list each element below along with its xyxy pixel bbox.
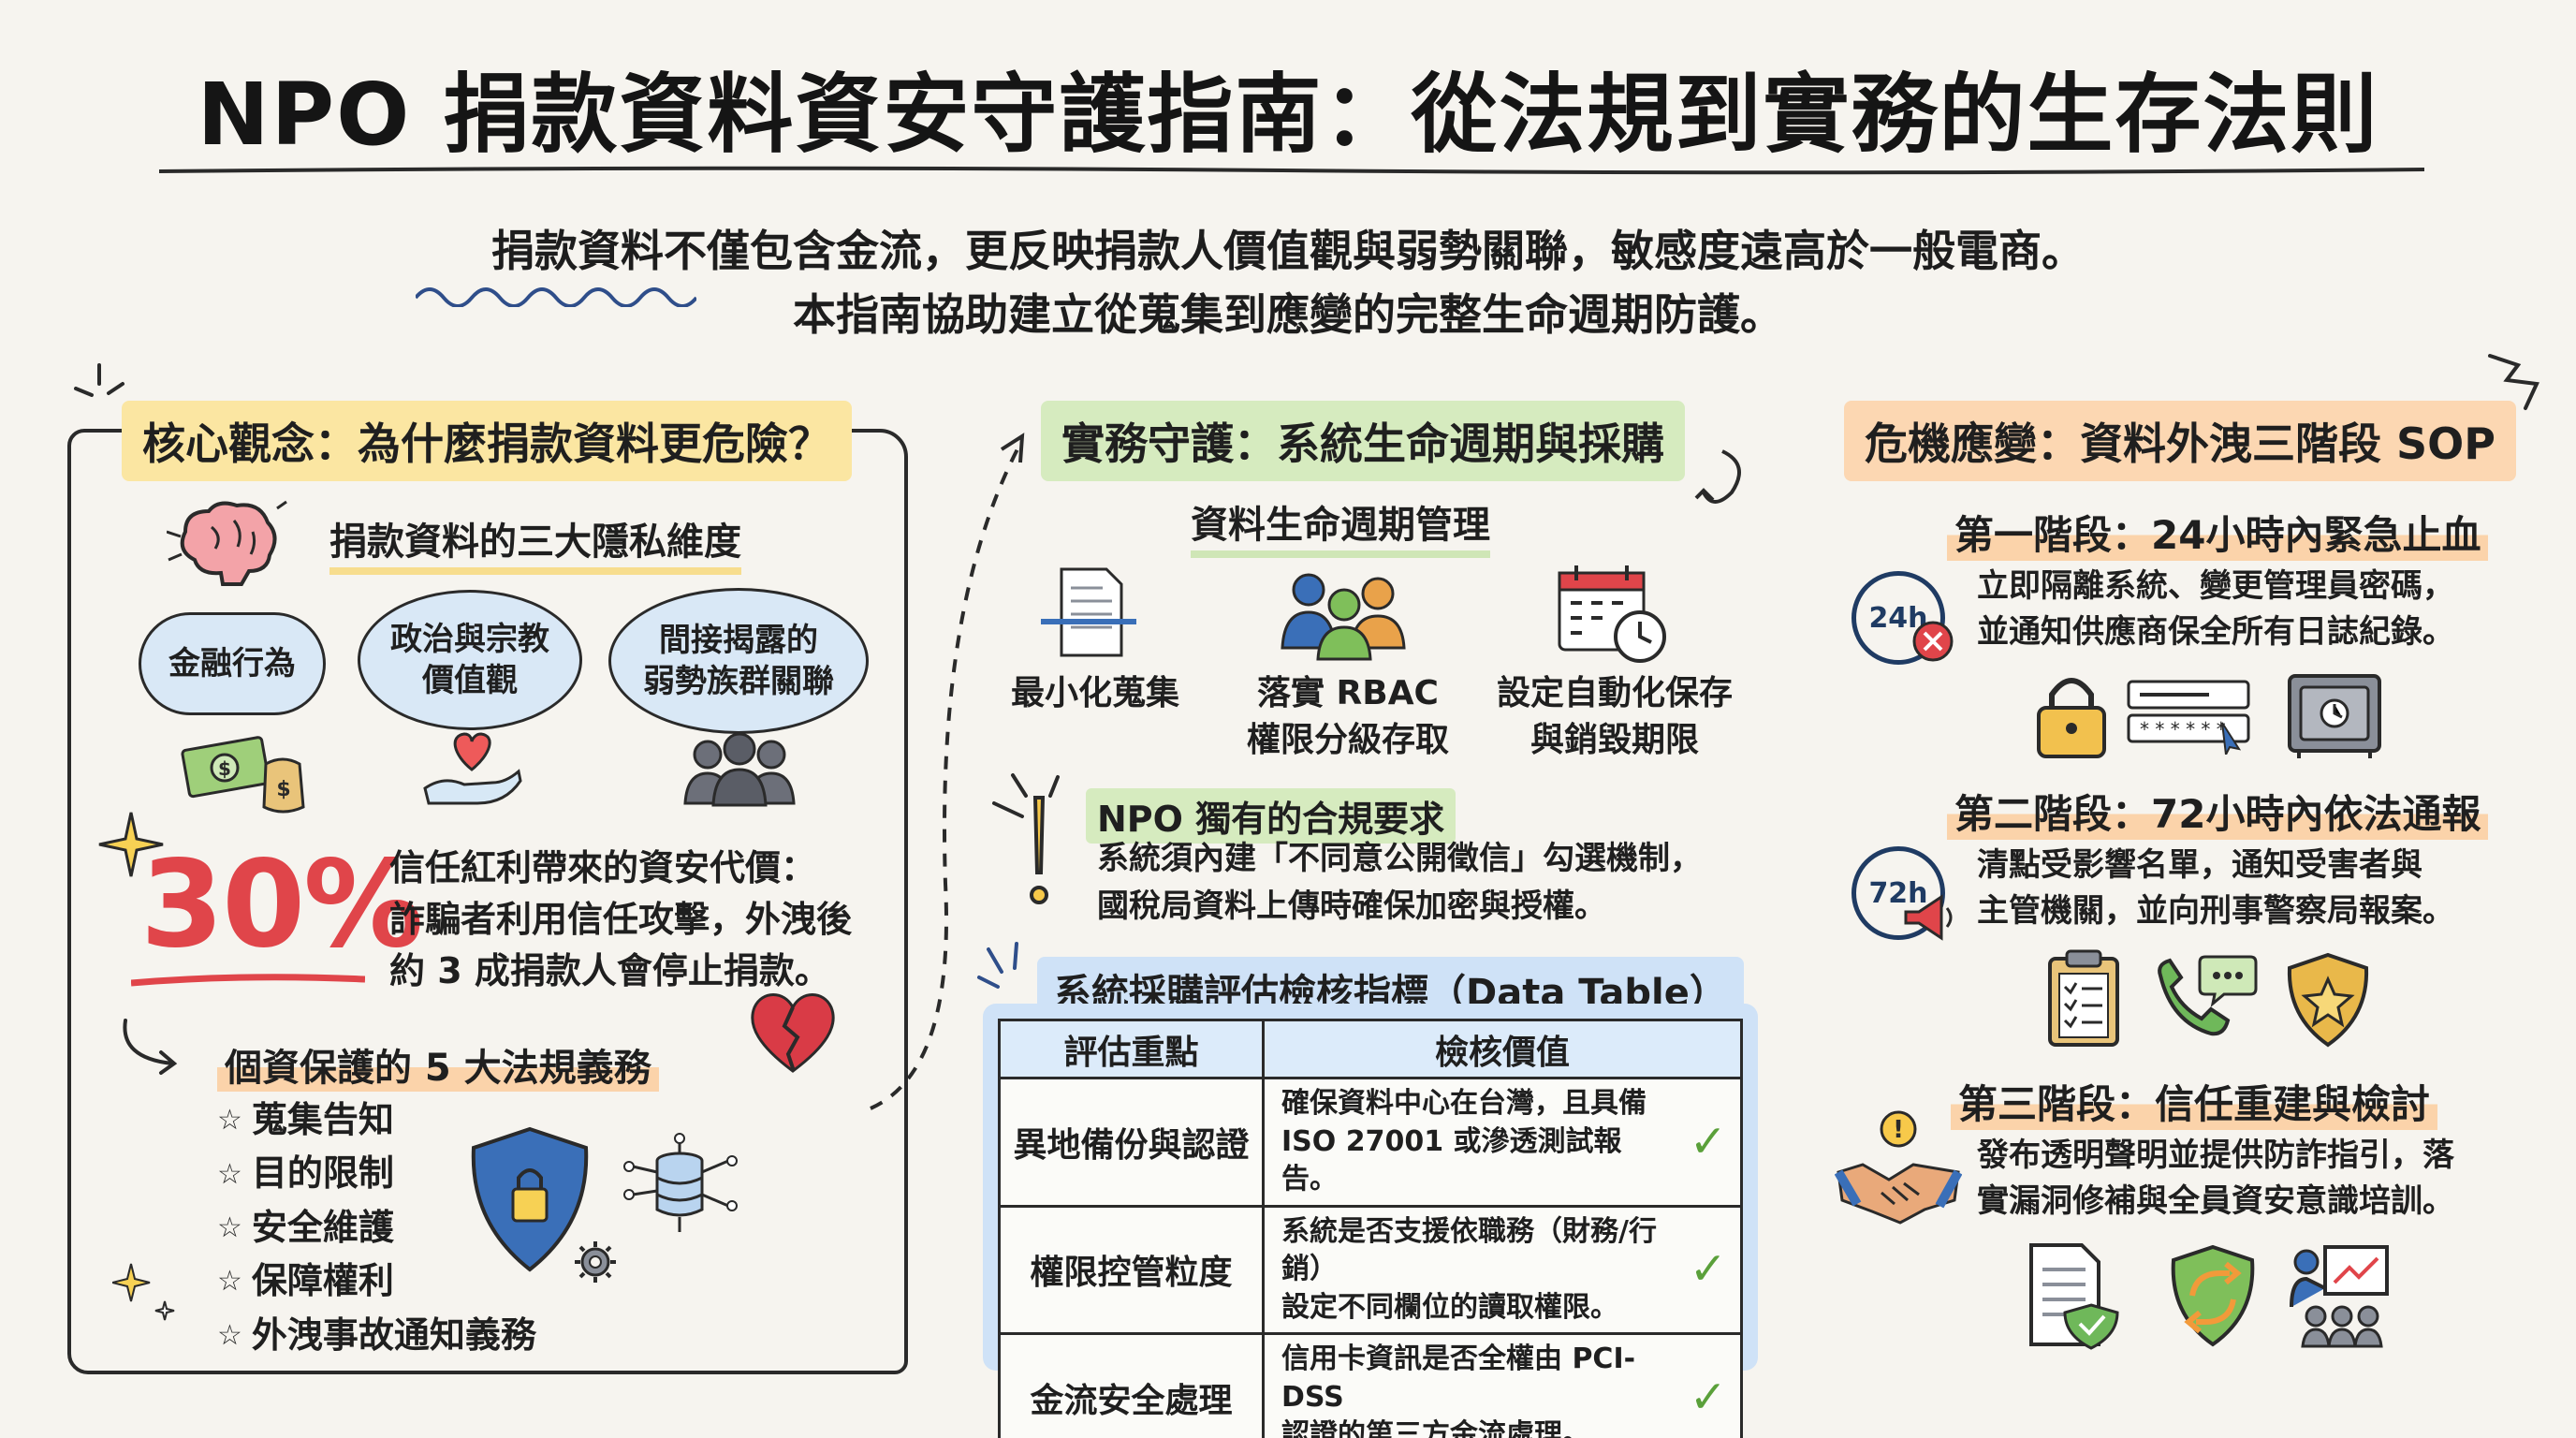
statement-doc-icon [2029, 1243, 2119, 1350]
document-scan-icon [1041, 567, 1136, 657]
shield-database-icon [471, 1126, 738, 1283]
table-cell-point: 權限控管粒度 [998, 1204, 1265, 1335]
core-concept-title: 核心觀念：為什麼捐款資料更危險？ [122, 401, 852, 481]
svg-text:$: $ [276, 778, 290, 801]
megaphone-icon [1904, 894, 1953, 941]
law-item: ☆外洩事故通知義務 [217, 1313, 536, 1356]
lifecycle-label-3: 設定自動化保存 與銷毀期限 [1496, 674, 1733, 760]
page-title: NPO 捐款資料資安守護指南：從法規到實務的生存法則 [197, 65, 2379, 165]
stat-30-percent: 30% [140, 835, 423, 975]
table-row: 金流安全處理 信用卡資訊是否全權由 PCI-DSS 認證的第三方金流處理。 ✓ [998, 1332, 1743, 1438]
sparkle-lines-icon [977, 942, 1018, 989]
stage-2-title: 第二階段：72小時內依法通報 [1947, 783, 2489, 840]
law-item: ☆保障權利 [217, 1260, 394, 1302]
svg-text:$: $ [218, 757, 231, 780]
brain-icon [167, 500, 287, 586]
training-icon [2290, 1245, 2389, 1348]
police-badge-icon [2287, 952, 2369, 1048]
password-field-icon: * * * * * * [2127, 680, 2250, 755]
lifecycle-label-2: 落實 RBAC 權限分級存取 [1246, 674, 1449, 760]
table-cell-value: 系統是否支援依職務（財務/行銷） 設定不同欄位的讀取權限。 ✓ [1262, 1204, 1743, 1335]
phone-chat-icon [2158, 955, 2258, 1036]
checkmark-icon: ✓ [1689, 1371, 1727, 1424]
intro-line-1: 捐款資料不僅包含金流，更反映捐款人價值觀與弱勢關聯，敏感度遠高於一般電商。 [491, 226, 2085, 276]
curl-arrow-icon [1694, 449, 1741, 504]
zigzag-icon [2488, 354, 2539, 410]
title-underline [159, 166, 2424, 175]
curved-arrow-icon [123, 1019, 178, 1075]
handshake-icon: ! [1835, 1110, 1962, 1225]
table-row: 異地備份與認證 確保資料中心在台灣，且具備 ISO 27001 或滲透測試報告。… [998, 1077, 1743, 1208]
intro-line-2: 本指南協助建立從蒐集到應變的完整生命週期防護。 [793, 289, 1783, 340]
padlock-icon [2037, 678, 2106, 758]
user-group-icon [1281, 573, 1406, 661]
safe-icon [2288, 674, 2381, 758]
table-header: 評估重點 [998, 1019, 1265, 1079]
stage-3-text: 發布透明聲明並提供防詐指引，落 實漏洞修補與全員資安意識培訓。 [1977, 1137, 2454, 1221]
checkmark-icon: ✓ [1689, 1242, 1727, 1296]
checkmark-icon: ✓ [1689, 1115, 1727, 1168]
law-list: ☆蒐集告知 ☆目的限制 ☆安全維護 ☆保障權利 ☆外洩事故通知義務 [217, 1097, 536, 1366]
svg-text:* * * * * *: * * * * * * [2140, 718, 2226, 741]
table-row: 權限控管粒度 系統是否支援依職務（財務/行銷） 設定不同欄位的讀取權限。 ✓ [998, 1204, 1743, 1335]
star-icon: ☆ [217, 1318, 242, 1352]
trust-cost-text: 信任紅利帶來的資安代價： 詐騙者利用信任攻擊，外洩後 約 3 成捐款人會停止捐款… [389, 847, 853, 992]
compliance-text: 系統須內建「不同意公開徵信」勾選機制， 國稅局資料上傳時確保加密與授權。 [1097, 840, 1702, 925]
squiggle-decoration [416, 287, 696, 307]
star-icon: ☆ [217, 1104, 242, 1137]
stage-3-title: 第三階段：信任重建與檢討 [1951, 1073, 2438, 1130]
lifecycle-title: 資料生命週期管理 [1191, 494, 1490, 558]
broken-heart-icon [751, 993, 835, 1073]
people-group-icon [683, 732, 796, 807]
calendar-clock-icon [1558, 565, 1666, 663]
table-cell-value: 確保資料中心在台灣，且具備 ISO 27001 或滲透測試報告。 ✓ [1262, 1077, 1743, 1208]
sparkle-icon [74, 363, 124, 397]
lifecycle-label-1: 最小化蒐集 [1010, 674, 1179, 712]
law-item: ☆蒐集告知 [217, 1099, 394, 1140]
money-icon: $ $ [181, 736, 305, 814]
star-icon: ☆ [217, 1265, 242, 1299]
assessment-table: 評估重點 檢核價值 異地備份與認證 確保資料中心在台灣，且具備 ISO 2700… [998, 1019, 1743, 1438]
law-obligations-title: 個資保護的 5 大法規義務 [217, 1037, 659, 1092]
table-cell-point: 異地備份與認證 [998, 1077, 1265, 1208]
table-header: 檢核價值 [1262, 1019, 1743, 1079]
clipboard-icon [2048, 949, 2119, 1047]
compliance-title: NPO 獨有的合規要求 [1086, 788, 1456, 844]
table-cell-value: 信用卡資訊是否全權由 PCI-DSS 認證的第三方金流處理。 ✓ [1262, 1332, 1743, 1438]
crisis-title: 危機應變：資料外洩三階段 SOP [1844, 401, 2516, 481]
table-cell-point: 金流安全處理 [998, 1332, 1265, 1438]
bubble-financial: 金融行為 [139, 612, 326, 715]
stat-underline [131, 974, 365, 987]
bubble-vulnerable-groups: 間接揭露的弱勢族群關聯 [608, 588, 869, 734]
assessment-table-frame: 評估重點 檢核價值 異地備份與認證 確保資料中心在台灣，且具備 ISO 2700… [983, 1004, 1758, 1438]
exclamation-icon [992, 773, 1060, 904]
law-item: ☆安全維護 [217, 1206, 394, 1248]
svg-text:!: ! [1893, 1116, 1904, 1144]
heart-hand-icon [423, 732, 522, 805]
sparkle-icon [98, 812, 164, 877]
stage-1-title: 第一階段：24小時內緊急止血 [1947, 504, 2489, 561]
sparkle-icon [112, 1263, 175, 1321]
privacy-dimensions-title: 捐款資料的三大隱私維度 [329, 511, 741, 575]
star-icon: ☆ [217, 1211, 242, 1244]
stage-2-text: 清點受影響名單，通知受害者與 主管機關，並向刑事警察局報案。 [1977, 846, 2454, 931]
error-x-icon [1912, 621, 1954, 662]
bubble-political-religious: 政治與宗教價值觀 [358, 590, 582, 730]
practice-title: 實務守護：系統生命週期與採購 [1041, 401, 1685, 481]
dashed-connector-arrow [870, 433, 1025, 1110]
shield-refresh-icon [2171, 1244, 2255, 1347]
stage-1-text: 立即隔離系統、變更管理員密碼， 並通知供應商保全所有日誌紀錄。 [1977, 567, 2454, 652]
star-icon: ☆ [217, 1157, 242, 1191]
law-item: ☆目的限制 [217, 1152, 394, 1195]
